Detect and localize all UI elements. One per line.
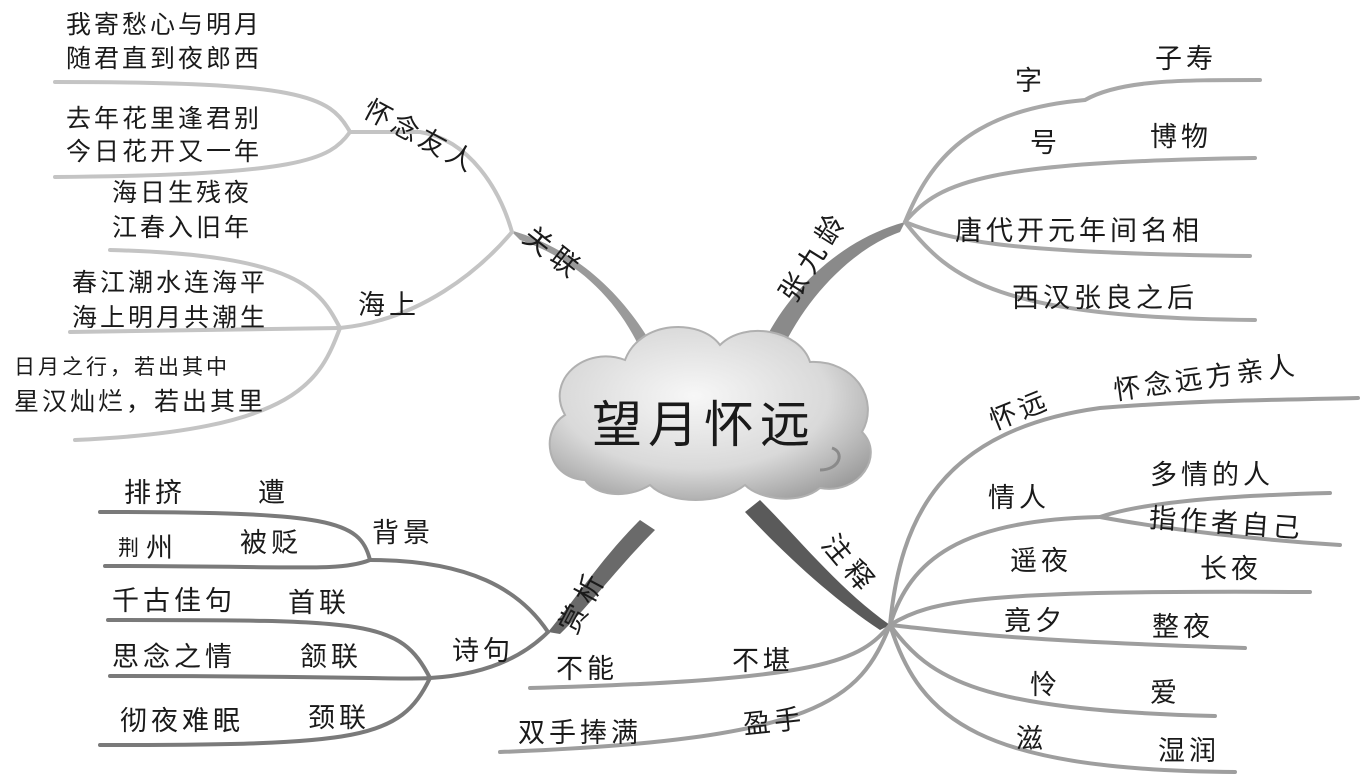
bj-left-small-jing: 荆	[118, 538, 142, 559]
quote-1-line-1: 我寄愁心与明月	[66, 12, 262, 37]
zjl-key-hao: 号	[1030, 130, 1061, 157]
zs-key-qingren: 情人	[988, 485, 1050, 512]
zs-key-buneng: 不能	[556, 656, 618, 683]
sub-label-shiju: 诗句	[452, 638, 514, 665]
quote-5-line-2: 星汉灿烂，若出其里	[14, 389, 266, 414]
zjl-value-zishou: 子寿	[1155, 46, 1217, 73]
zjl-fact-zhangliang: 西汉张良之后	[1012, 285, 1198, 312]
zs-key-jingxi: 竟夕	[1004, 608, 1066, 635]
sj-right-hanlian: 颔联	[300, 644, 362, 671]
sub-label-haishang: 海上	[358, 292, 420, 319]
zs-value-jingxi: 整夜	[1152, 614, 1214, 641]
zs-key-yaoye: 遥夜	[1010, 548, 1072, 575]
zs-value-shuangshou: 盈手	[742, 706, 806, 739]
sj-left-sinian: 思念之情	[112, 644, 236, 671]
quote-4-line-1: 春江潮水连海平	[72, 270, 268, 295]
zs-value-buneng: 不堪	[732, 648, 794, 675]
zs-value-duoqing: 多情的人	[1150, 462, 1274, 489]
zs-value-lian: 爱	[1150, 680, 1181, 707]
bj-right-beibian: 被贬	[240, 530, 302, 557]
quote-3-line-2: 江春入旧年	[112, 215, 252, 240]
bj-right-zao: 遭	[258, 480, 289, 507]
sj-right-shoulian: 首联	[288, 590, 350, 617]
zs-key-lian: 怜	[1030, 672, 1061, 699]
quote-5-line-1: 日月之行，若出其中	[14, 357, 230, 378]
bj-left-zhou: 州	[146, 535, 177, 562]
zs-key-shuangshou: 双手捧满	[518, 720, 642, 747]
quote-3-line-1: 海日生残夜	[112, 180, 252, 205]
sj-left-cheye: 彻夜难眠	[120, 708, 244, 735]
zs-value-zi: 湿润	[1158, 738, 1220, 765]
sub-label-beijing: 背景	[372, 520, 434, 547]
center-title: 望月怀远	[592, 400, 816, 450]
quote-4-line-2: 海上明月共潮生	[72, 305, 268, 330]
sj-right-jinglian: 颈联	[308, 705, 370, 732]
zjl-value-bowu: 博物	[1150, 124, 1212, 151]
quote-2-line-2: 今日花开又一年	[66, 139, 262, 164]
quote-2-line-1: 去年花里逢君别	[66, 106, 262, 131]
zs-value-yaoye: 长夜	[1200, 556, 1262, 583]
zjl-fact-mingxiang: 唐代开元年间名相	[955, 218, 1203, 245]
bj-left-paiji: 排挤	[124, 480, 186, 507]
zjl-key-zi: 字	[1015, 68, 1046, 95]
sj-left-qiangu: 千古佳句	[112, 588, 236, 615]
quote-1-line-2: 随君直到夜郎西	[66, 46, 262, 71]
zs-key-zi: 滋	[1016, 726, 1047, 753]
